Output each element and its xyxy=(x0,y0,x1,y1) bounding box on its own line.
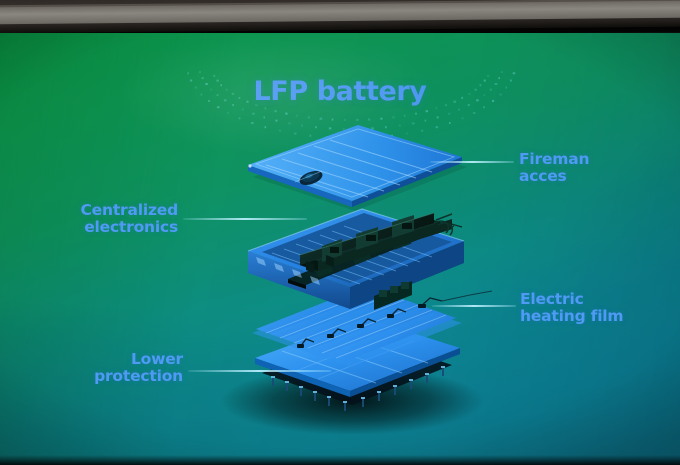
callout-label-centralized-electronics: Centralized electronics xyxy=(80,201,179,237)
leader-line-lower-protection xyxy=(188,370,331,372)
callout-label-electric-heating-film: Electric heating film xyxy=(520,290,624,326)
page-title: LFP battery xyxy=(253,76,427,107)
slide-canvas: LFP battery Fireman acces Centralized el… xyxy=(0,33,680,465)
callout-label-fireman-acces: Fireman acces xyxy=(519,150,590,186)
callout-label-lower-protection: Lower protection xyxy=(94,350,183,386)
leader-line-centralized-electronics xyxy=(183,218,307,220)
leader-line-electric-heating-film xyxy=(432,305,516,307)
leader-line-fireman-acces xyxy=(430,161,514,163)
